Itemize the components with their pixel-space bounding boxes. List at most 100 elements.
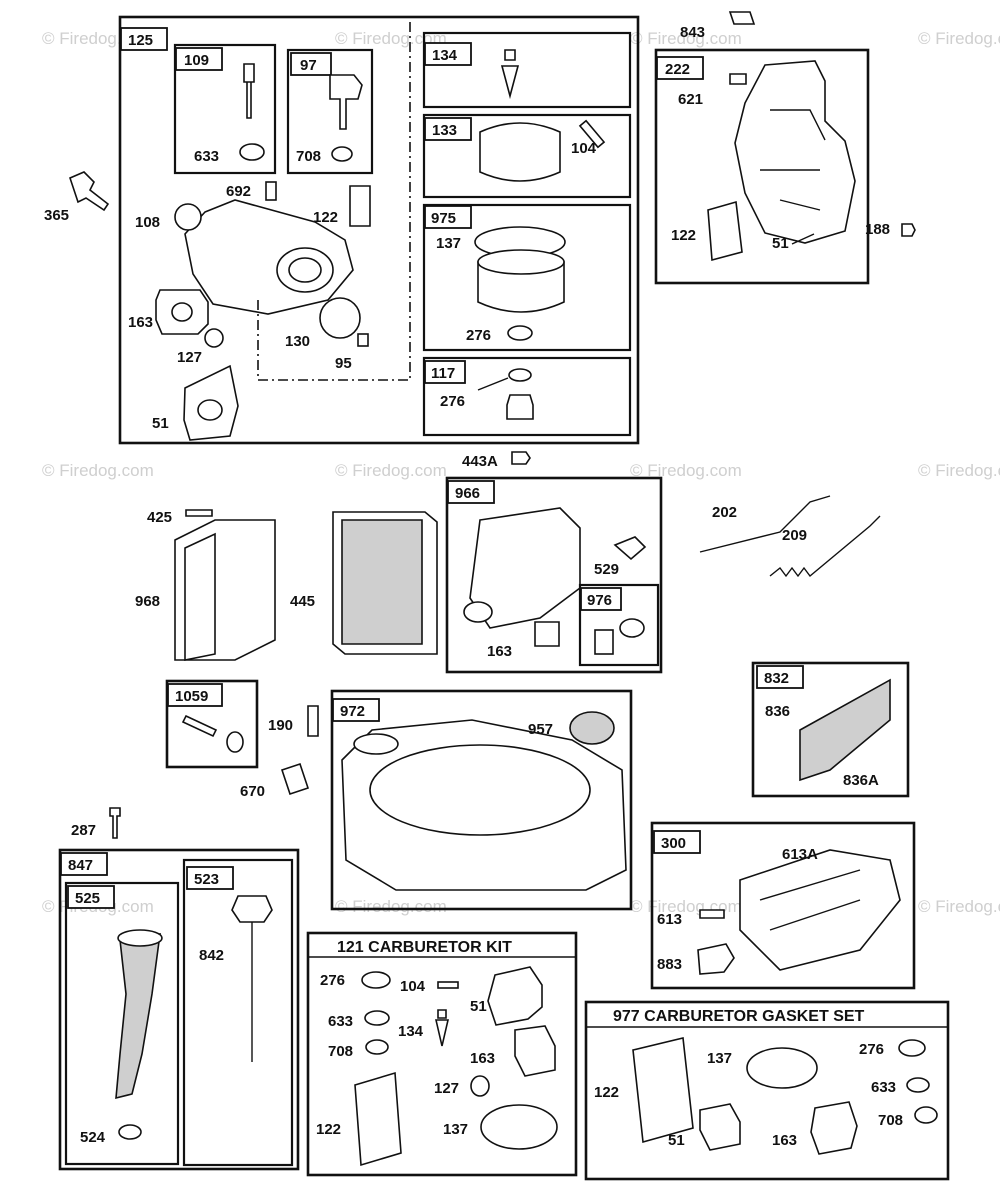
part-tag-117 bbox=[424, 360, 466, 384]
part-number-836: 836 bbox=[765, 703, 790, 720]
part-number-633: 633 bbox=[194, 148, 219, 165]
governor-bracket-part bbox=[734, 60, 856, 244]
o-ring-137-part bbox=[480, 1104, 558, 1150]
gasket-set-part-number: 122 bbox=[594, 1084, 619, 1101]
dipstick-tube-part bbox=[115, 933, 161, 1100]
part-tag-label: 97 bbox=[300, 57, 317, 74]
fuel-tank-group: 972 957 bbox=[330, 689, 633, 911]
grommet-976-part bbox=[619, 618, 645, 638]
part-tag-label: 523 bbox=[194, 871, 219, 888]
part-number-188: 188 bbox=[865, 221, 890, 238]
part-tag-label: 109 bbox=[184, 52, 209, 69]
part-number-836a: 836A bbox=[843, 772, 879, 789]
o-ring-524-part bbox=[118, 1124, 142, 1140]
watermark: © Firedog.com bbox=[918, 897, 1000, 916]
gasket-163-part bbox=[810, 1101, 858, 1155]
watermark: © Firedog.com bbox=[335, 461, 447, 480]
washer-1059-part bbox=[226, 731, 244, 753]
subassembly-frame-97 bbox=[286, 48, 374, 175]
subassembly-frame-523 bbox=[182, 858, 294, 1167]
pin-104-part bbox=[578, 119, 606, 149]
gasket-883-part bbox=[697, 943, 735, 975]
part-tag-832 bbox=[756, 665, 804, 689]
gasket-122-part bbox=[354, 1071, 402, 1167]
part-number-190: 190 bbox=[268, 717, 293, 734]
carburetor-kit-group: 121 CARBURETOR KIT 276 104 51 633 134 70… bbox=[306, 931, 578, 1177]
part-tag-label: 975 bbox=[431, 210, 456, 227]
carburetor-kit-title: 121 CARBURETOR KIT bbox=[337, 939, 512, 956]
part-number-276: 276 bbox=[440, 393, 465, 410]
air-cleaner-cover-frame bbox=[445, 476, 663, 674]
bolt-613-part bbox=[699, 909, 725, 919]
screw-95-part bbox=[357, 333, 369, 347]
kit-part-number: 127 bbox=[434, 1080, 459, 1097]
part-tag-125 bbox=[120, 27, 168, 51]
kit-part-number: 163 bbox=[470, 1050, 495, 1067]
part-number-843: 843 bbox=[680, 24, 705, 41]
part-tag-523 bbox=[186, 866, 234, 890]
needle-valve-part bbox=[243, 63, 255, 119]
part-number-51: 51 bbox=[772, 235, 789, 252]
part-number-613: 613 bbox=[657, 911, 682, 928]
watermark: © Firedog.com bbox=[630, 29, 742, 48]
kit-part-number: 104 bbox=[400, 978, 426, 995]
part-tag-1059 bbox=[167, 683, 223, 707]
part-number-209: 209 bbox=[782, 527, 807, 544]
watermark: © Firedog.com bbox=[42, 461, 154, 480]
subassembly-frame-525 bbox=[64, 881, 180, 1166]
gasket-set-frame bbox=[584, 1000, 950, 1181]
muffler-group: 300 613A 613 883 bbox=[650, 821, 916, 990]
watermark: © Firedog.com bbox=[335, 29, 447, 48]
dipstick-tube-top bbox=[117, 929, 163, 947]
part-tag-label: 525 bbox=[75, 890, 100, 907]
part-tag-847 bbox=[60, 852, 108, 876]
washer-276-part bbox=[508, 368, 532, 382]
fuel-tank-frame bbox=[330, 689, 633, 911]
part-number-51: 51 bbox=[152, 415, 169, 432]
needle-134-part bbox=[434, 1009, 450, 1047]
air-filter-pleats bbox=[341, 519, 423, 645]
part-tag-label: 1059 bbox=[175, 688, 208, 705]
gasket-set-part-number: 163 bbox=[772, 1132, 797, 1149]
part-tag-975 bbox=[424, 205, 472, 229]
part-tag-label: 125 bbox=[128, 32, 153, 49]
washer-633-part bbox=[239, 143, 265, 161]
part-tag-525 bbox=[67, 885, 115, 909]
leader-line bbox=[477, 377, 509, 391]
subassembly-frame-117 bbox=[422, 356, 632, 437]
gasket-163-part bbox=[534, 621, 560, 647]
part-tag-976 bbox=[580, 587, 622, 611]
kit-part-number: 51 bbox=[470, 998, 487, 1015]
carburetor-assembly-frame bbox=[118, 15, 640, 445]
part-number-529: 529 bbox=[594, 561, 619, 578]
part-number-692: 692 bbox=[226, 183, 251, 200]
gasket-163-hole-part bbox=[171, 302, 193, 322]
part-tag-label: 976 bbox=[587, 592, 612, 609]
bolt-assembly-frame-1059 bbox=[165, 679, 259, 769]
part-tag-label: 117 bbox=[431, 365, 455, 382]
assembly-dashed-line bbox=[257, 20, 411, 381]
fuel-tank-ring bbox=[369, 744, 591, 836]
watermark: © Firedog.com bbox=[630, 461, 742, 480]
gasket-set-title: 977 CARBURETOR GASKET SET bbox=[613, 1008, 865, 1025]
dipstick-cap-523-part bbox=[231, 895, 273, 923]
bowl-nut-part bbox=[506, 394, 534, 420]
part-number-524: 524 bbox=[80, 1129, 106, 1146]
seal-708-part bbox=[331, 146, 353, 162]
gasket-51-hole-part bbox=[197, 399, 223, 421]
carburetor-assembly-group: 125 109 633 97 708 692 108 122 163 127 1… bbox=[118, 15, 640, 445]
bushing-976-part bbox=[594, 629, 614, 655]
dipstick-tube-group: 847 525 524 523 842 bbox=[58, 848, 300, 1171]
gasket-set-part-number: 276 bbox=[859, 1041, 884, 1058]
carburetor-kit-frame bbox=[306, 931, 578, 1177]
part-tag-97 bbox=[290, 52, 332, 76]
bowl-rim-part bbox=[477, 249, 565, 275]
elbow-529-part bbox=[613, 536, 647, 561]
carburetor-throat-inner-part bbox=[288, 257, 322, 283]
fuel-cap-957-part bbox=[569, 711, 615, 745]
air-cleaner-cover-group: 966 529 163 976 bbox=[445, 476, 663, 674]
part-number-276: 276 bbox=[466, 327, 491, 344]
gasket-122-part bbox=[349, 185, 371, 227]
part-number-108: 108 bbox=[135, 214, 160, 231]
bracket-621-part bbox=[729, 73, 747, 85]
